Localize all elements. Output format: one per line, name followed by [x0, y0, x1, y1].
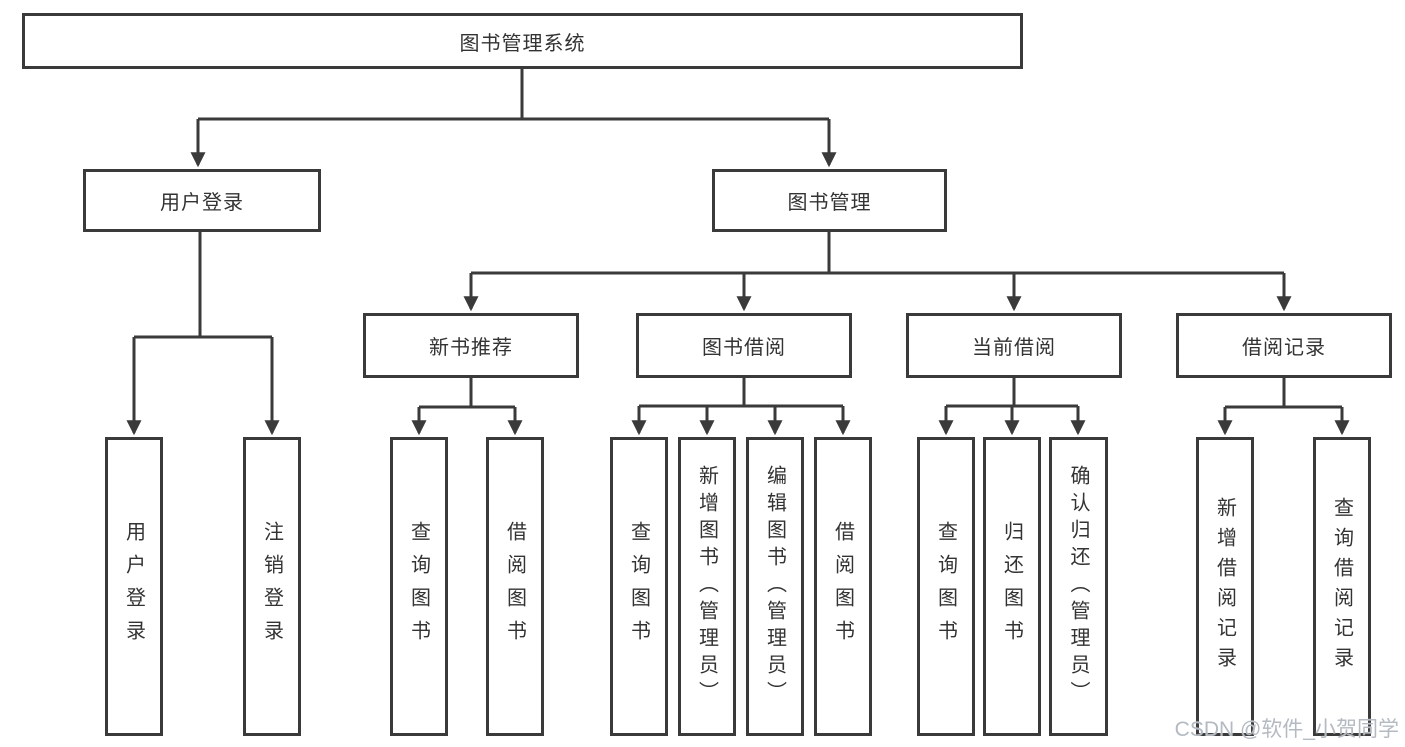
node-current-borrowing: 当前借阅 [906, 313, 1122, 378]
csdn-watermark: CSDN @软件_小贺同学 [1174, 718, 1399, 741]
node-new-book-recommend: 新书推荐 [363, 313, 579, 378]
node-root-library-system: 图书管理系统 [22, 13, 1023, 69]
node-book-management: 图书管理 [712, 169, 947, 232]
leaf-edit-books-admin: 编辑图书（管理员） [746, 437, 804, 736]
leaf-return-books: 归还图书 [983, 437, 1041, 736]
leaf-add-borrow-record: 新增借阅记录 [1196, 437, 1254, 736]
node-user-login: 用户登录 [83, 169, 321, 232]
leaf-add-books-admin: 新增图书（管理员） [678, 437, 736, 736]
leaf-query-books-current: 查询图书 [917, 437, 975, 736]
leaf-query-books-borrowing: 查询图书 [610, 437, 668, 736]
leaf-query-borrow-record: 查询借阅记录 [1313, 437, 1371, 736]
leaf-confirm-return-admin: 确认归还（管理员） [1049, 437, 1108, 736]
leaf-borrow-books: 借阅图书 [814, 437, 872, 736]
leaf-borrow-books-recommend: 借阅图书 [486, 437, 544, 736]
leaf-user-login: 用户登录 [105, 437, 163, 736]
leaf-query-books-recommend: 查询图书 [390, 437, 448, 736]
node-borrowing-records: 借阅记录 [1176, 313, 1392, 378]
node-book-borrowing: 图书借阅 [636, 313, 852, 378]
leaf-logout: 注销登录 [243, 437, 301, 736]
